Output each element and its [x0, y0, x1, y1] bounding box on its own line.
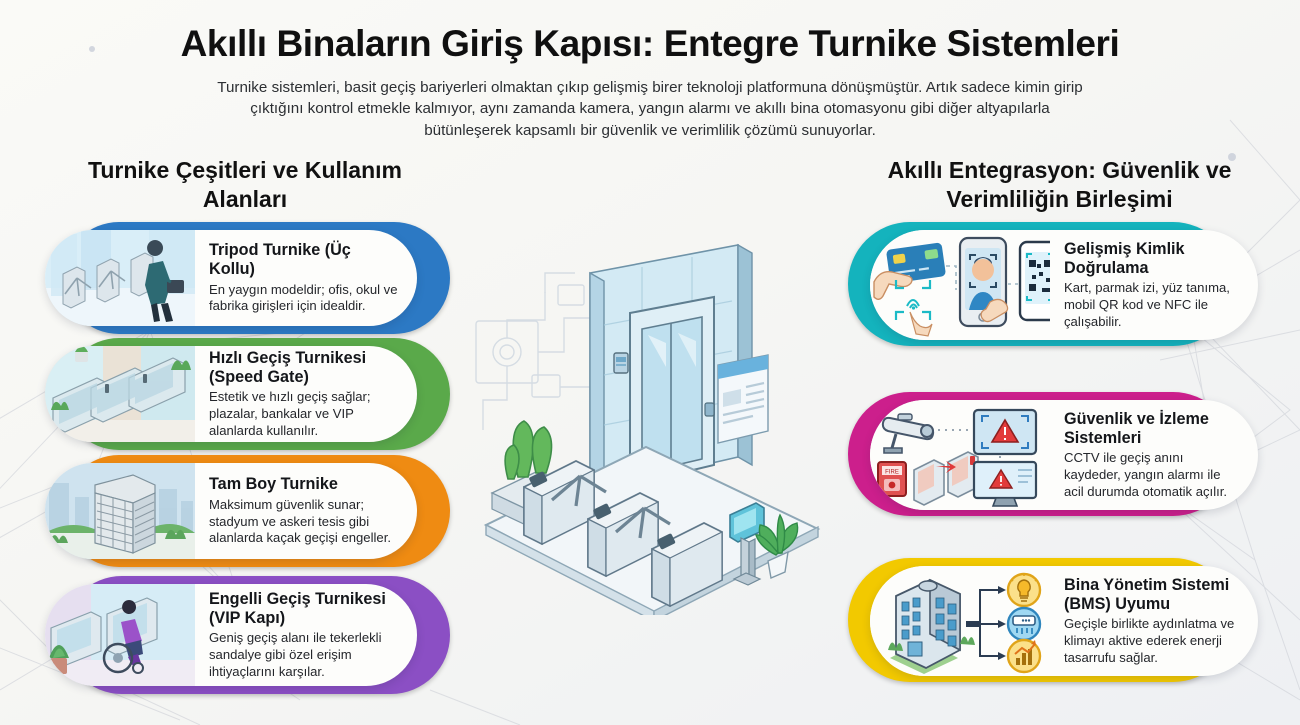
- card-identity-verification[interactable]: Gelişmiş Kimlik Doğrulama Kart, parmak i…: [848, 222, 1258, 350]
- header: Akıllı Binaların Giriş Kapısı: Entegre T…: [0, 0, 1300, 141]
- card-text: Engelli Geçiş Turnikesi (VIP Kapı) Geniş…: [195, 586, 417, 684]
- card-title: Tripod Turnike (Üç Kollu): [209, 241, 351, 278]
- card-description: Kart, parmak izi, yüz tanıma, mobil QR k…: [1064, 280, 1230, 329]
- card-description: CCTV ile geçiş anını kaydeder, yangın al…: [1064, 450, 1228, 499]
- card-text: Tam Boy Turnike Maksimum güvenlik sunar;…: [195, 471, 417, 551]
- card-image-identity-icons: [870, 230, 1050, 340]
- page-subtitle: Turnike sistemleri, basit geçiş bariyerl…: [217, 78, 1083, 139]
- card-image-speed-gate: [45, 346, 195, 442]
- card-image-full-height: [45, 463, 195, 559]
- card-body[interactable]: Engelli Geçiş Turnikesi (VIP Kapı) Geniş…: [45, 584, 417, 686]
- card-body[interactable]: Hızlı Geçiş Turnikesi (Speed Gate) Estet…: [45, 346, 417, 442]
- card-body[interactable]: Bina Yönetim Sistemi (BMS) Uyumu Geçişle…: [870, 566, 1258, 676]
- card-title: Hızlı Geçiş Turnikesi (Speed Gate): [209, 348, 367, 386]
- card-body[interactable]: Gelişmiş Kimlik Doğrulama Kart, parmak i…: [870, 230, 1258, 340]
- card-bms-integration[interactable]: Bina Yönetim Sistemi (BMS) Uyumu Geçişle…: [848, 558, 1258, 686]
- card-image-cctv-icons: FIRE: [870, 400, 1050, 510]
- center-illustration-isometric-lobby: [462, 225, 842, 615]
- card-body[interactable]: FIRE: [870, 400, 1258, 510]
- svg-text:FIRE: FIRE: [885, 470, 899, 476]
- card-text: Hızlı Geçiş Turnikesi (Speed Gate) Estet…: [195, 346, 417, 442]
- card-image-accessible: [45, 584, 195, 686]
- card-title: Güvenlik ve İzleme Sistemleri: [1064, 409, 1209, 447]
- card-accessible-gate[interactable]: Engelli Geçiş Turnikesi (VIP Kapı) Geniş…: [45, 576, 450, 698]
- card-tripod-turnstile[interactable]: Tripod Turnike (Üç Kollu) En yaygın mode…: [45, 222, 450, 334]
- card-description: Maksimum güvenlik sunar; stadyum ve aske…: [209, 496, 391, 546]
- card-image-tripod: [45, 230, 195, 326]
- card-image-bms-icons: [870, 566, 1050, 676]
- card-body[interactable]: Tam Boy Turnike Maksimum güvenlik sunar;…: [45, 463, 417, 559]
- card-description: Geçişle birlikte aydınlatma ve klimayı a…: [1064, 616, 1235, 665]
- card-body[interactable]: Tripod Turnike (Üç Kollu) En yaygın mode…: [45, 230, 417, 326]
- card-text: Gelişmiş Kimlik Doğrulama Kart, parmak i…: [1050, 236, 1258, 334]
- page-title: Akıllı Binaların Giriş Kapısı: Entegre T…: [180, 23, 1120, 64]
- card-security-monitoring[interactable]: FIRE: [848, 392, 1258, 520]
- card-title: Bina Yönetim Sistemi (BMS) Uyumu: [1064, 575, 1230, 613]
- card-description: Geniş geçiş alanı ile tekerlekli sandaly…: [209, 630, 382, 679]
- card-text: Bina Yönetim Sistemi (BMS) Uyumu Geçişle…: [1050, 572, 1258, 670]
- left-column-heading: Turnike Çeşitleri ve Kullanım Alanları: [87, 157, 402, 212]
- card-text: Güvenlik ve İzleme Sistemleri CCTV ile g…: [1050, 406, 1258, 504]
- card-title: Gelişmiş Kimlik Doğrulama: [1064, 239, 1185, 277]
- card-description: En yaygın modeldir; ofis, okul ve fabrik…: [209, 281, 398, 314]
- card-title: Engelli Geçiş Turnikesi (VIP Kapı): [209, 589, 386, 627]
- right-column-heading: Akıllı Entegrasyon: Güvenlik ve Verimlil…: [887, 157, 1232, 212]
- card-description: Estetik ve hızlı geçiş sağlar; plazalar,…: [209, 389, 371, 438]
- card-text: Tripod Turnike (Üç Kollu) En yaygın mode…: [195, 237, 417, 319]
- card-full-height-turnstile[interactable]: Tam Boy Turnike Maksimum güvenlik sunar;…: [45, 455, 450, 567]
- card-speed-gate[interactable]: Hızlı Geçiş Turnikesi (Speed Gate) Estet…: [45, 338, 450, 450]
- card-title: Tam Boy Turnike: [209, 475, 338, 494]
